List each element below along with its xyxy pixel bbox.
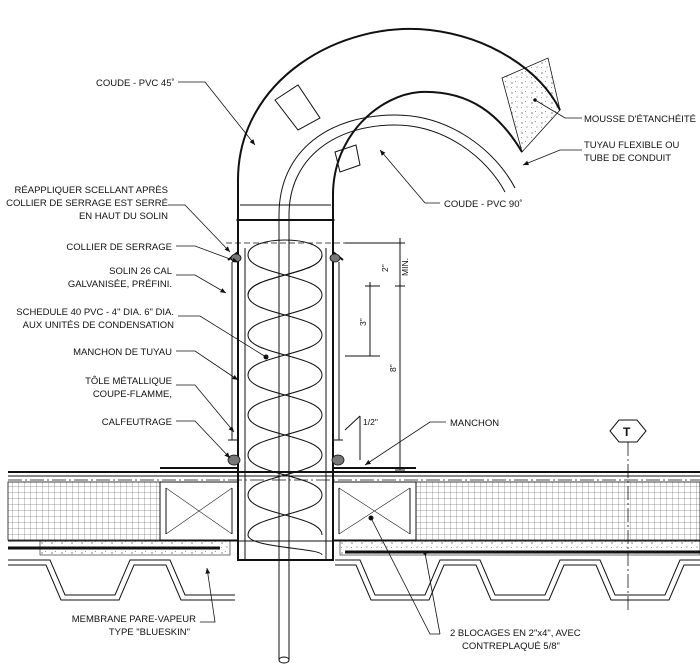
label-tole-2: COUPE-FLAMME, [93, 389, 172, 400]
dim-8-in: 8" [388, 364, 398, 372]
label-scellant-3: EN HAUT DU SOLIN [79, 211, 168, 222]
label-tuyau-2: TUBE DE CONDUIT [584, 153, 671, 164]
label-blocages-2: CONTREPLAQUÉ 5/8" [462, 641, 560, 652]
label-manchon-tuyau: MANCHON DE TUYAU [73, 347, 172, 358]
flexible-conduit [278, 114, 516, 664]
wood-blocking [159, 481, 417, 541]
label-mousse: MOUSSE D'ÉTANCHÉITÉ [584, 114, 696, 125]
dim-2-in: 2" [380, 264, 390, 272]
label-solin-1: SOLIN 26 CAL [109, 266, 172, 277]
label-schedule-2: AUX UNITÉS DE CONDENSATION [23, 320, 174, 331]
label-schedule-1: SCHEDULE 40 PVC - 4" DIA. 6" DIA. [16, 307, 174, 318]
dimensions: 2" MIN. 3" 8" 1/2" [344, 238, 410, 471]
grid-line-tag: T [609, 419, 647, 612]
label-scellant-2: COLLIER DE SERRAGE EST SERRÉ [6, 198, 168, 209]
grid-tag-letter: T [623, 425, 631, 439]
label-blocages-1: 2 BLOCAGES EN 2"x4", AVEC [450, 628, 581, 639]
roof-assembly [7, 471, 700, 601]
label-membrane-1: MEMBRANE PARE-VAPEUR [72, 614, 196, 625]
leader-lines [168, 81, 582, 635]
pipe-sleeve [160, 219, 416, 561]
label-scellant-1: RÉAPPLIQUER SCELLANT APRÈS [15, 185, 168, 196]
label-coude-45: COUDE - PVC 45˚ [96, 78, 175, 89]
pvc-elbows [236, 27, 561, 221]
dim-half-in: 1/2" [363, 417, 378, 427]
label-coude-90: COUDE - PVC 90˚ [444, 199, 523, 210]
label-collier: COLLIER DE SERRAGE [66, 242, 172, 253]
dim-min: MIN. [400, 258, 410, 276]
label-calfeutrage: CALFEUTRAGE [102, 417, 172, 428]
label-solin-2: GALVANISÉE, PRÉFINI. [68, 279, 172, 290]
label-tuyau-1: TUYAU FLEXIBLE OU [584, 140, 680, 151]
batt-insulation [247, 239, 323, 556]
dim-3-in: 3" [358, 318, 368, 326]
label-membrane-2: TYPE "BLUESKIN" [109, 627, 190, 638]
callout-labels: COUDE - PVC 45˚ MOUSSE D'ÉTANCHÉITÉ TUYA… [6, 78, 696, 652]
label-manchon: MANCHON [450, 418, 499, 429]
label-tole-1: TÔLE MÉTALLIQUE [85, 376, 172, 387]
